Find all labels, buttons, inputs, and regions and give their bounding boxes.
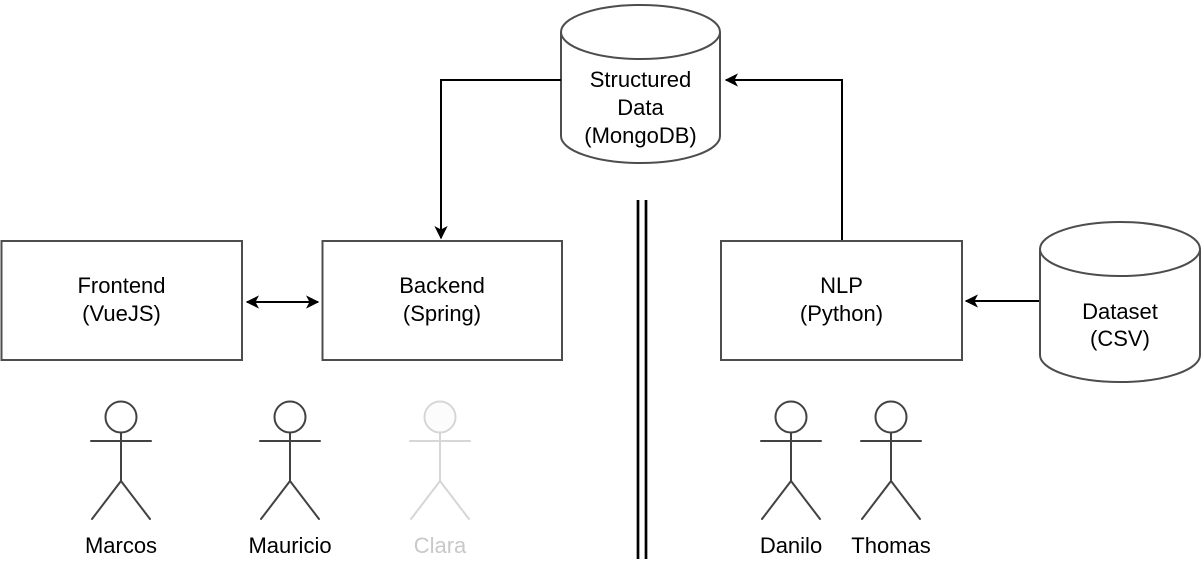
person-name-label: Danilo	[760, 533, 822, 558]
dataset-label-line2: (CSV)	[1090, 326, 1150, 351]
person-head-icon	[104, 400, 138, 434]
structured-data-label-line2: Data	[617, 95, 664, 120]
person-left-leg-line	[260, 480, 291, 520]
structured-data-node: Structured Data (MongoDB)	[560, 4, 721, 164]
backend-box	[321, 240, 563, 361]
person-thomas: Thomas	[851, 400, 931, 558]
person-danilo: Danilo	[760, 400, 822, 558]
person-right-leg-line	[790, 480, 821, 520]
person-left-leg-line	[410, 480, 441, 520]
person-name-label: Marcos	[85, 533, 157, 558]
structured-data-label-line1: Structured	[590, 67, 692, 92]
person-head-icon	[273, 400, 307, 434]
person-right-leg-line	[289, 480, 320, 520]
person-marcos: Marcos	[85, 400, 157, 558]
database-cylinder-icon	[560, 4, 721, 164]
person-mauricio: Mauricio	[248, 400, 332, 558]
person-head-icon	[423, 400, 457, 434]
dataset-cylinder-icon	[1039, 221, 1201, 383]
nlp-box	[720, 240, 963, 361]
dataset-label-line1: Dataset	[1082, 299, 1158, 324]
person-head-icon	[874, 400, 908, 434]
person-left-leg-line	[761, 480, 792, 520]
frontend-label-line2: (VueJS)	[82, 301, 161, 326]
person-right-leg-line	[890, 480, 921, 520]
person-left-leg-line	[91, 480, 122, 520]
person-name-label: Clara	[414, 533, 467, 558]
structured-data-to-backend-arrow	[434, 79, 561, 240]
person-left-leg-line	[861, 480, 892, 520]
nlp-label-line1: NLP	[820, 273, 863, 298]
cylinder-top-rim	[560, 31, 721, 60]
frontend-box	[0, 240, 243, 361]
backend-label-line1: Backend	[399, 273, 485, 298]
nlp-label-line2: (Python)	[800, 301, 883, 326]
frontend-label-line1: Frontend	[77, 273, 165, 298]
structured-data-label-line3: (MongoDB)	[584, 123, 696, 148]
person-name-label: Thomas	[851, 533, 930, 558]
person-head-icon	[774, 400, 808, 434]
person-name-label: Mauricio	[248, 533, 331, 558]
team-divider	[636, 200, 648, 559]
backend-node: Backend (Spring)	[321, 240, 563, 361]
dataset-node: Dataset (CSV)	[1039, 221, 1201, 383]
person-right-leg-line	[439, 480, 470, 520]
nlp-to-structured-data-arrow	[724, 73, 843, 240]
person-right-leg-line	[120, 480, 151, 520]
frontend-node: Frontend (VueJS)	[0, 240, 243, 361]
backend-label-line2: (Spring)	[403, 301, 481, 326]
cylinder-top-rim	[1039, 248, 1201, 277]
nlp-node: NLP (Python)	[720, 240, 963, 361]
person-clara: Clara	[409, 400, 471, 558]
